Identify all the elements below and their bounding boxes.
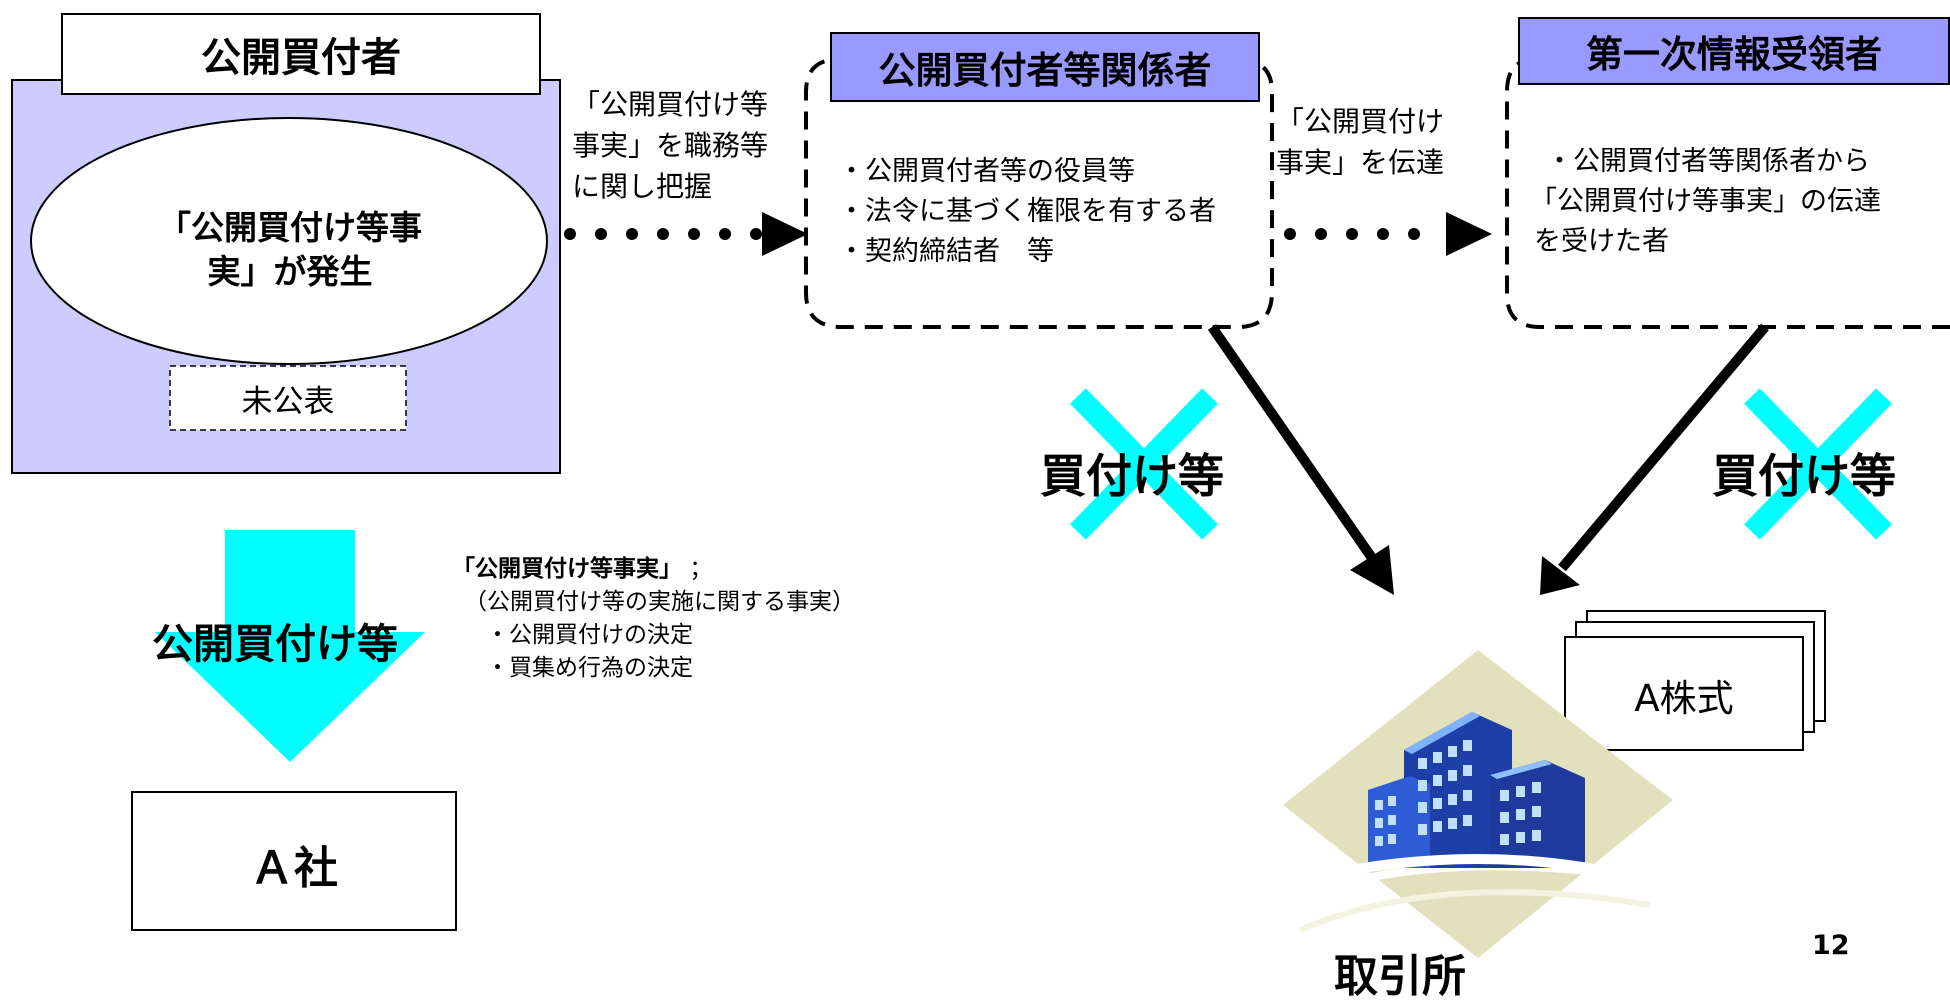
event-ellipse [30,117,548,365]
edge-grasp-line: 「公開買付け等 [572,88,769,121]
down-arrow-label: 公開買付け等 [152,620,398,668]
event-text: 「公開買付け等事 実」が発生 [120,206,460,294]
shares-document-stack [1564,610,1826,751]
related-person-dashed-box [804,58,1274,329]
company-box [131,791,457,931]
unpublished-label: 未公表 [241,384,335,420]
shares-label: A株式 [1634,677,1734,720]
first-recipient-title-text: 第一次情報受領者 [1586,33,1882,76]
edge-grasp-line: に関し把握 [572,170,713,203]
edge-grasp-label: 「公開買付け等 事実」を職務等 に関し把握 [572,84,768,207]
dotted-arrow-transmit [1284,212,1492,256]
exchange-label: 取引所 [1334,951,1466,1002]
definition-line: ・買集め行為の決定 [486,655,693,681]
first-recipient-line: ・公開買付者等関係者から [1546,146,1870,177]
exchange-building-icon [1283,650,1673,958]
definition-title: 「公開買付け等事実」 [452,556,682,582]
first-recipient-line: を受けた者 [1534,226,1669,257]
offeror-title-text: 公開買付者 [201,35,401,81]
arrow-recipient-to-exchange [1540,323,1769,595]
definition-block: 「公開買付け等事実」 ； （公開買付け等の実施に関する事実） ・公開買付けの決定… [452,553,855,685]
offeror-title: 公開買付者 [61,13,541,95]
related-person-title-text: 公開買付者等関係者 [878,49,1212,92]
dotted-arrow-grasp [564,212,808,256]
related-person-item: ・公開買付者等の役員等 [838,156,1135,187]
down-arrow [155,530,425,762]
arrow-related-to-exchange [1207,324,1394,595]
edge-grasp-line: 事実」を職務等 [572,129,769,162]
definition-separator: ； [689,556,713,582]
edge-transmit-label: 「公開買付け 事実」を伝達 [1276,101,1444,183]
prohibited-x-left [1070,388,1218,540]
prohibited-label-right: 買付け等 [1712,449,1896,503]
first-recipient-line: 「公開買付け等事実」の伝達 [1530,186,1881,217]
related-person-item: ・法令に基づく権限を有する者 [838,196,1216,227]
definition-line: （公開買付け等の実施に関する事実） [464,589,855,615]
prohibited-label-left: 買付け等 [1040,449,1224,503]
event-line: 実」が発生 [207,252,373,291]
related-person-item: ・契約締結者 等 [838,236,1054,267]
edge-transmit-line: 「公開買付け [1276,105,1445,138]
company-label: Ａ社 [250,843,338,894]
definition-line: ・公開買付けの決定 [486,622,693,648]
first-recipient-title: 第一次情報受領者 [1518,17,1950,85]
event-line: 「公開買付け等事 [158,208,422,247]
related-person-items: ・公開買付者等の役員等 ・法令に基づく権限を有する者 ・契約締結者 等 [838,152,1216,272]
prohibited-x-right [1744,388,1892,540]
first-recipient-text: ・公開買付者等関係者から 「公開買付け等事実」の伝達 を受けた者 [1530,142,1881,262]
edge-transmit-line: 事実」を伝達 [1276,146,1445,179]
related-person-title: 公開買付者等関係者 [830,32,1260,102]
unpublished-box [169,365,407,431]
page-number: 12 [1812,930,1850,961]
